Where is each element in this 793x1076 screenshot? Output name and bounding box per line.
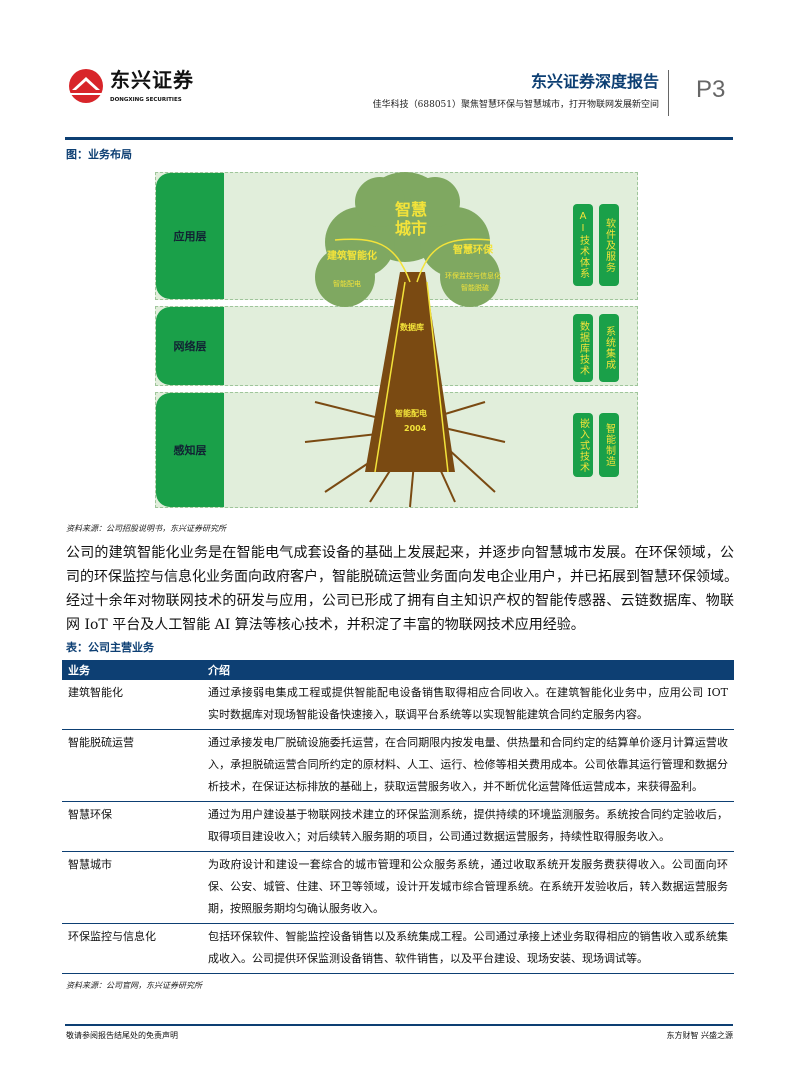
table-row: 环保监控与信息化包括环保软件、智能监控设备销售以及系统集成工程。公司通过承接上述… xyxy=(62,923,734,974)
table-source: 资料来源：公司官网，东兴证券研究所 xyxy=(66,981,202,990)
business-cell: 建筑智能化 xyxy=(62,680,202,730)
table-row: 智慧城市为政府设计和建设一套综合的城市管理和公众服务系统，通过收取系统开发服务费… xyxy=(62,851,734,924)
business-cell: 智慧城市 xyxy=(62,851,202,924)
header-divider xyxy=(668,70,669,116)
business-layout-figure: 应用层 网络层 感知层 智慧城市 建筑智能化 智能配电 智慧环保 环保监控与信息… xyxy=(155,172,638,508)
tree-right-branch: 智慧环保 xyxy=(453,245,493,256)
paragraph-line: 经过十余年对物联网技术的研发与应用，公司已形成了拥有自主知识产权的智能传感器、云… xyxy=(66,593,734,609)
paragraph-line: 网 IoT 平台及人工智能 AI 算法等核心技术，并积淀了丰富的物联网技术应用经… xyxy=(66,617,585,633)
paragraph-line: 公司的建筑智能化业务是在智能电气成套设备的基础上发展起来，并逐步向智慧城市发展。… xyxy=(66,545,734,561)
company-logo xyxy=(69,69,103,103)
table-header-row: 业务介绍 xyxy=(62,660,734,680)
footer-disclaimer: 敬请参阅报告结尾处的免责声明 xyxy=(66,1031,178,1040)
business-cell: 智能脱硫运营 xyxy=(62,729,202,802)
figure-title: 图：业务布局 xyxy=(66,148,132,161)
tree-root-year: 2004 xyxy=(404,424,427,433)
tree-root-label: 智能配电 xyxy=(395,409,427,418)
page-number: P3 xyxy=(696,76,726,103)
tree-trunk-label: 数据库 xyxy=(400,323,424,332)
table-title: 表：公司主营业务 xyxy=(66,641,154,654)
layer-label: 网络层 xyxy=(156,307,224,385)
layer-label: 应用层 xyxy=(156,173,224,299)
table-row: 建筑智能化通过承接弱电集成工程或提供智能配电设备销售取得相应合同收入。在建筑智能… xyxy=(62,680,734,730)
figure-source: 资料来源：公司招股说明书，东兴证券研究所 xyxy=(66,524,226,533)
header-cell: 介绍 xyxy=(202,660,734,680)
footer-slogan: 东方财智 兴盛之源 xyxy=(666,1031,733,1040)
tree-right-sub1: 环保监控与信息化 xyxy=(445,272,501,280)
tree-right-sub2: 智能脱硫 xyxy=(461,284,489,292)
logo-text: 东兴证券 xyxy=(110,68,194,92)
tree-left-branch: 建筑智能化 xyxy=(327,251,377,262)
description-cell: 通过承接发电厂脱硫设施委托运营，在合同期限内按发电量、供热量和合同约定的结算单价… xyxy=(202,729,734,802)
logo-english: DONGXING SECURITIES xyxy=(110,97,182,103)
table-row: 智慧环保通过为用户建设基于物联网技术建立的环保监测系统，提供持续的环境监测服务。… xyxy=(62,801,734,852)
badge: AI技术体系 xyxy=(573,204,593,286)
badge: 嵌入式技术 xyxy=(573,413,593,477)
description-cell: 通过承接弱电集成工程或提供智能配电设备销售取得相应合同收入。在建筑智能化业务中，… xyxy=(202,680,734,730)
tree-crown-label: 智慧城市 xyxy=(394,200,427,238)
tree-left-sub: 智能配电 xyxy=(333,280,361,288)
report-type: 东兴证券深度报告 xyxy=(530,72,659,91)
layer-label: 感知层 xyxy=(156,393,224,507)
badge: 系统集成 xyxy=(599,314,619,382)
footer-rule xyxy=(65,1024,733,1026)
header-rule xyxy=(65,137,733,140)
main-business-table: 业务介绍 建筑智能化通过承接弱电集成工程或提供智能配电设备销售取得相应合同收入。… xyxy=(62,660,734,974)
report-subtitle: 佳华科技（688051）聚焦智慧环保与智慧城市，打开物联网发展新空间 xyxy=(372,100,659,110)
badge: 智能制造 xyxy=(599,413,619,477)
tree-illustration xyxy=(304,172,506,508)
header-cell: 业务 xyxy=(62,660,202,680)
business-cell: 环保监控与信息化 xyxy=(62,923,202,974)
paragraph-line: 司的环保监控与信息化业务面向政府客户，智能脱硫运营业务面向发电企业用户，并已拓展… xyxy=(66,569,738,585)
description-cell: 通过为用户建设基于物联网技术建立的环保监测系统，提供持续的环境监测服务。系统按合… xyxy=(202,801,734,852)
badge: 数据库技术 xyxy=(573,314,593,382)
description-cell: 包括环保软件、智能监控设备销售以及系统集成工程。公司通过承接上述业务取得相应的销… xyxy=(202,923,734,974)
badge: 软件及服务 xyxy=(599,204,619,286)
business-cell: 智慧环保 xyxy=(62,801,202,852)
table-row: 智能脱硫运营通过承接发电厂脱硫设施委托运营，在合同期限内按发电量、供热量和合同约… xyxy=(62,729,734,802)
description-cell: 为政府设计和建设一套综合的城市管理和公众服务系统，通过收取系统开发服务费获得收入… xyxy=(202,851,734,924)
